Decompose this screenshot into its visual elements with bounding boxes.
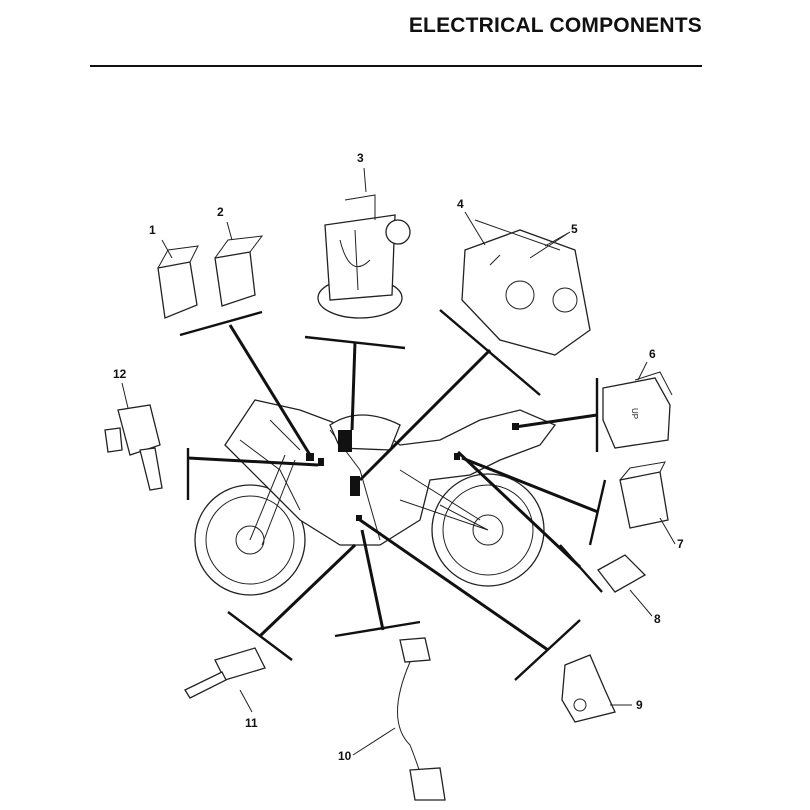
callout-5: 5 bbox=[571, 222, 578, 236]
coolant-temp-sensor bbox=[184, 647, 266, 699]
callout-labels: 1 2 3 4 5 6 7 8 9 10 11 12 bbox=[113, 151, 684, 763]
callout-10: 10 bbox=[338, 749, 352, 763]
relay-8 bbox=[597, 554, 647, 593]
callout-7: 7 bbox=[677, 537, 684, 551]
sensor-harness bbox=[397, 637, 446, 801]
relay-1 bbox=[157, 245, 199, 319]
fuel-pump bbox=[317, 194, 411, 319]
lean-angle-sensor: UP bbox=[602, 371, 673, 449]
motorcycle-illustration bbox=[194, 399, 557, 596]
callout-11: 11 bbox=[245, 716, 258, 730]
page-title: ELECTRICAL COMPONENTS bbox=[408, 14, 702, 37]
leader-lines bbox=[179, 309, 607, 681]
callout-2: 2 bbox=[217, 205, 224, 219]
throttle-body bbox=[461, 219, 591, 356]
callout-3: 3 bbox=[357, 151, 364, 165]
crankshaft-sensor bbox=[561, 654, 616, 723]
callout-8: 8 bbox=[654, 612, 661, 626]
up-marking: UP bbox=[630, 408, 639, 419]
relay-7 bbox=[619, 461, 669, 529]
callout-1: 1 bbox=[149, 223, 156, 237]
callout-12: 12 bbox=[113, 367, 127, 381]
callout-6: 6 bbox=[649, 347, 656, 361]
air-induction-valve bbox=[104, 404, 163, 491]
callout-4: 4 bbox=[457, 197, 464, 211]
relay-2 bbox=[214, 235, 264, 307]
callout-9: 9 bbox=[636, 698, 643, 712]
header-rule bbox=[90, 65, 702, 67]
